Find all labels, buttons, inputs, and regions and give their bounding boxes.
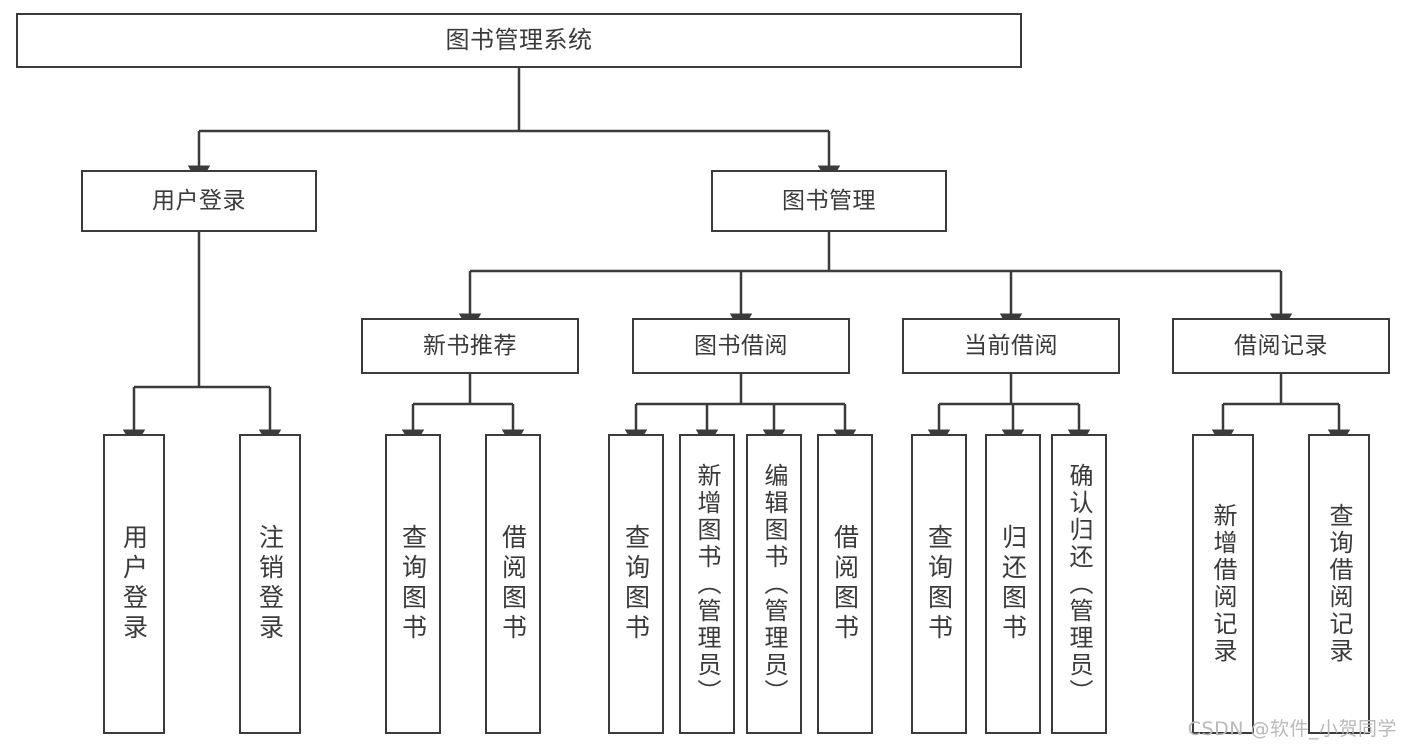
node-label: 用户登录 (152, 187, 246, 214)
node-label: 借阅记录 (1234, 332, 1328, 359)
node-leaf-bor-add[interactable]: 新增图书（管理员） (679, 434, 735, 734)
node-leaf-cur-confirm[interactable]: 确认归还（管理员） (1051, 434, 1107, 734)
node-leaf-user-login[interactable]: 用户登录 (103, 434, 165, 734)
node-root[interactable]: 图书管理系统 (16, 13, 1022, 68)
node-label: 用户登录 (119, 524, 149, 644)
node-leaf-rec-query[interactable]: 查询借阅记录 (1308, 434, 1370, 734)
node-login[interactable]: 用户登录 (81, 170, 317, 232)
node-label: 图书借阅 (694, 332, 788, 359)
node-label: 查询借阅记录 (1325, 503, 1353, 665)
node-leaf-user-logout[interactable]: 注销登录 (239, 434, 301, 734)
node-leaf-bor-edit[interactable]: 编辑图书（管理员） (746, 434, 802, 734)
node-label: 当前借阅 (964, 332, 1058, 359)
node-label: 注销登录 (255, 524, 285, 644)
node-records[interactable]: 借阅记录 (1172, 318, 1390, 374)
node-label: 查询图书 (398, 524, 428, 644)
node-leaf-bor-query[interactable]: 查询图书 (608, 434, 664, 734)
node-label: 借阅图书 (498, 524, 528, 644)
node-leaf-rec-add[interactable]: 新增借阅记录 (1192, 434, 1254, 734)
node-borrow[interactable]: 图书借阅 (632, 318, 850, 374)
node-label: 确认归还（管理员） (1065, 462, 1093, 706)
node-leaf-new-borrow[interactable]: 借阅图书 (485, 434, 541, 734)
node-leaf-new-query[interactable]: 查询图书 (385, 434, 441, 734)
node-label: 查询图书 (621, 524, 651, 644)
node-label: 归还图书 (998, 524, 1028, 644)
node-current[interactable]: 当前借阅 (902, 318, 1120, 374)
node-newbook[interactable]: 新书推荐 (361, 318, 579, 374)
node-label: 图书管理系统 (445, 25, 593, 54)
node-label: 新增图书（管理员） (693, 462, 721, 706)
node-label: 新增借阅记录 (1209, 503, 1237, 665)
node-label: 编辑图书（管理员） (760, 462, 788, 706)
node-leaf-cur-return[interactable]: 归还图书 (985, 434, 1041, 734)
node-label: 查询图书 (924, 524, 954, 644)
node-label: 图书管理 (782, 187, 876, 214)
node-leaf-bor-borrow[interactable]: 借阅图书 (817, 434, 873, 734)
node-label: 新书推荐 (423, 332, 517, 359)
node-bookmgmt[interactable]: 图书管理 (711, 170, 947, 232)
node-leaf-cur-query[interactable]: 查询图书 (911, 434, 967, 734)
csdn-watermark: CSDN @软件_小贺同学 (1187, 718, 1397, 740)
node-label: 借阅图书 (830, 524, 860, 644)
